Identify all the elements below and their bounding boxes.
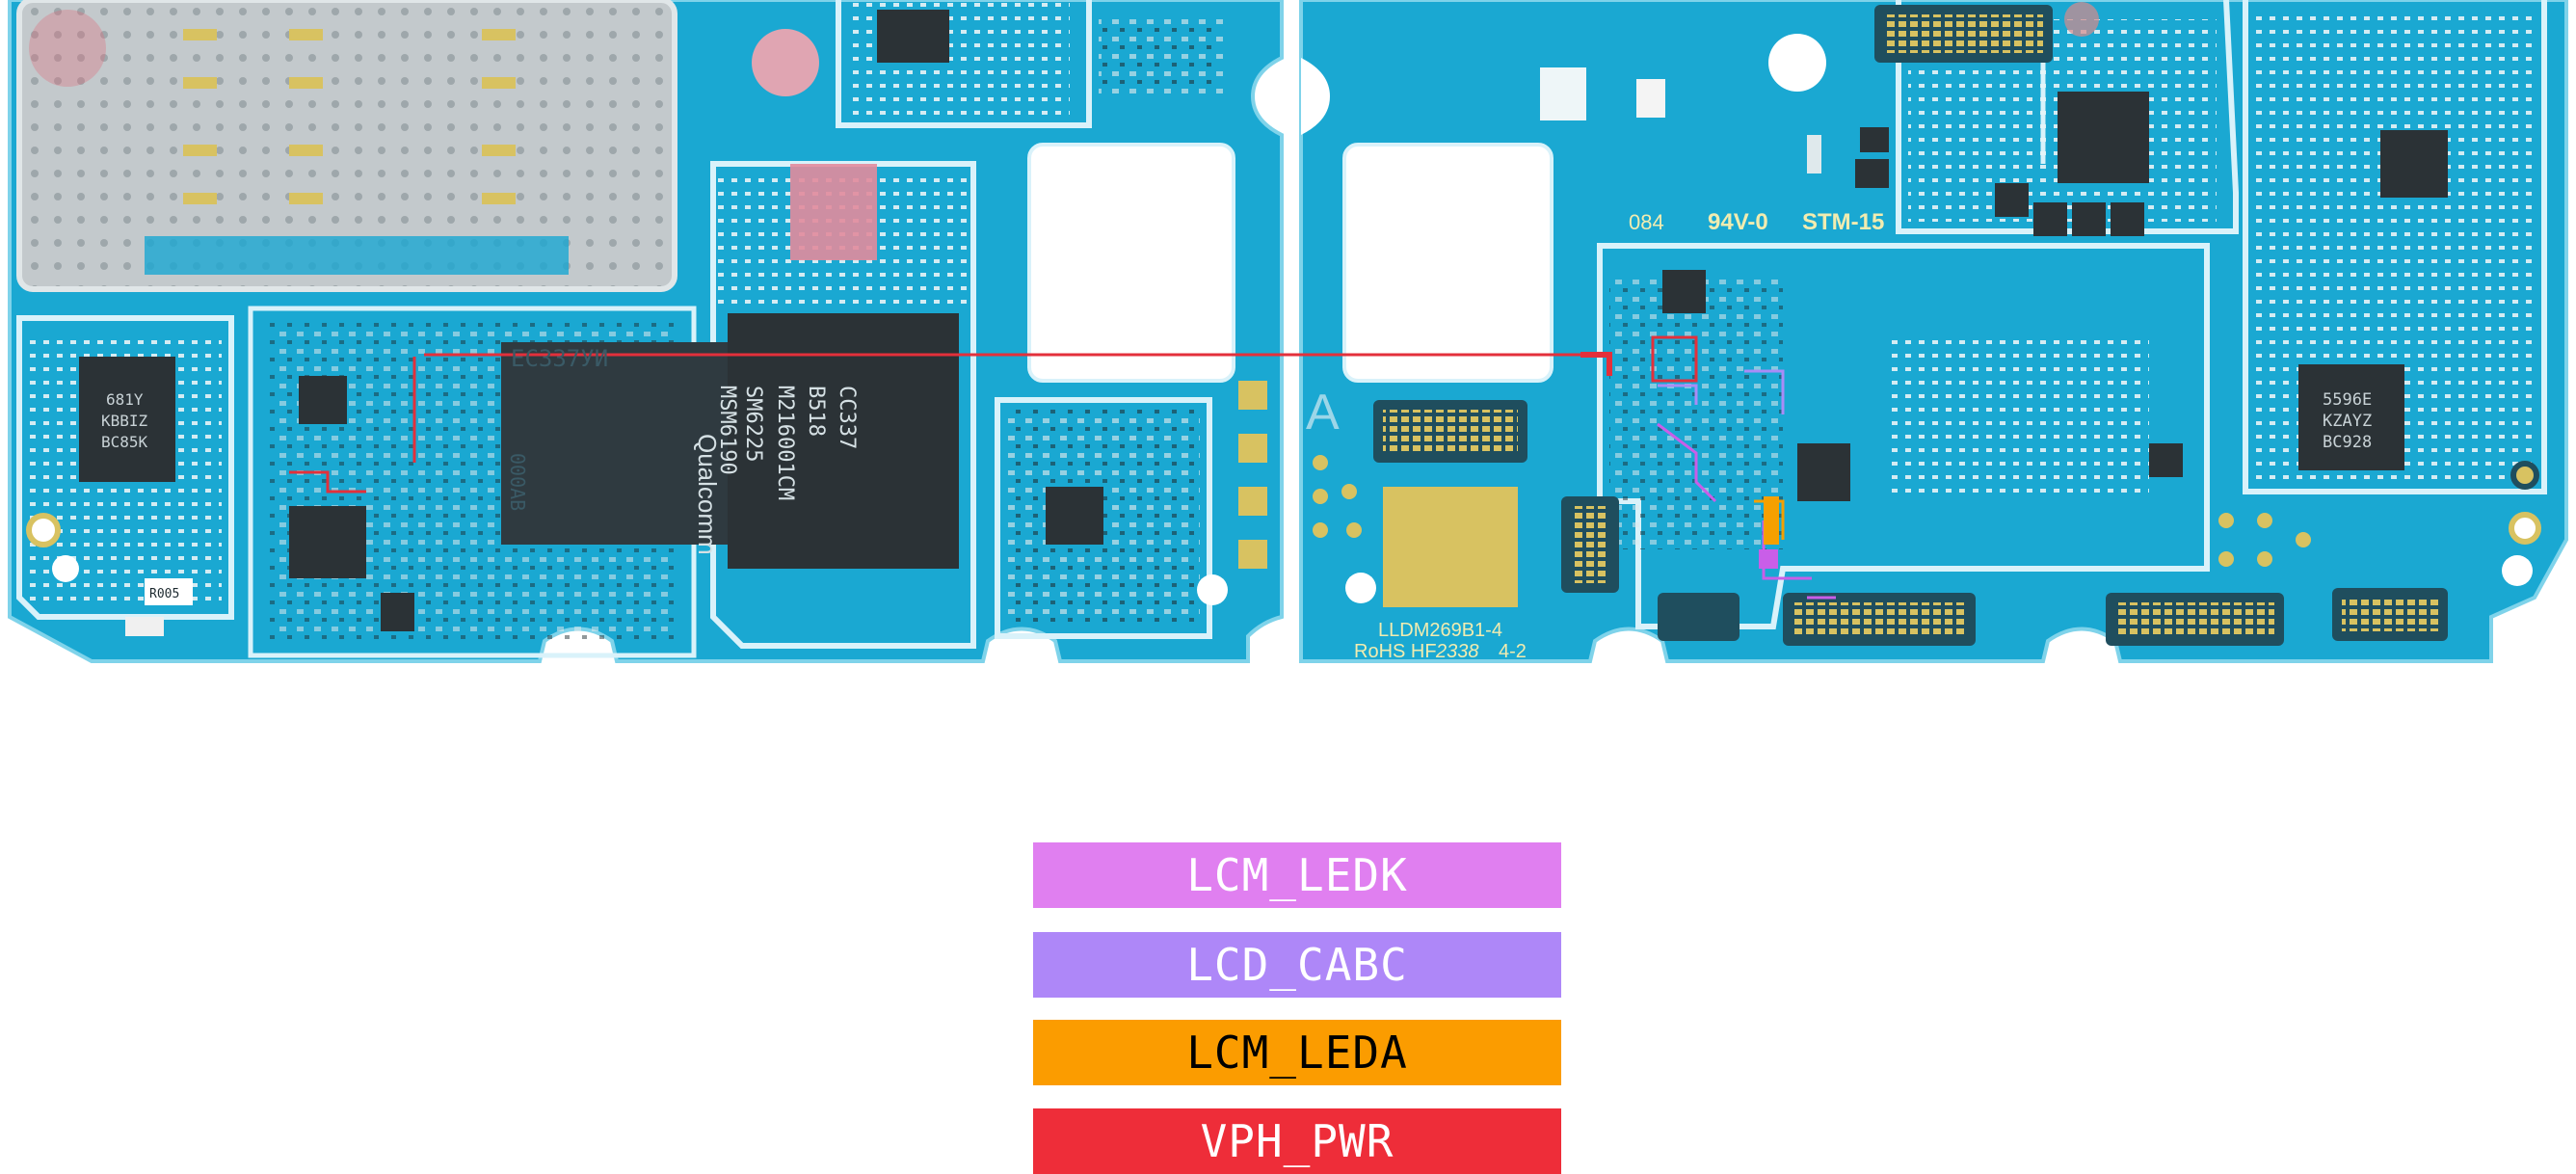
small-chip-line-1: 681Y (106, 390, 144, 409)
letter-a-mark: A (1306, 385, 1340, 440)
traces (289, 335, 1836, 600)
legend-lcd-cabc: LCD_CABC (1033, 932, 1561, 998)
cpu-line-1: SM6225 (741, 386, 765, 462)
model-mark: LLDM269B1-4 (1378, 620, 1502, 641)
connector-3 (1658, 593, 1739, 641)
legend-label-lcm-ledk: LCM_LEDK (1186, 849, 1408, 901)
memory-line-1: ЕС337УИ (511, 345, 608, 372)
rating-mark: 94V-0 (1708, 209, 1768, 235)
legend-lcm-ledk: LCM_LEDK (1033, 842, 1561, 908)
legend-vph-pwr: VPH_PWR (1033, 1108, 1561, 1174)
trace-lcm-ledk (1657, 422, 1717, 503)
sim-shield (16, 0, 677, 292)
right-cutout (1342, 143, 1554, 383)
legend-label-vph-pwr: VPH_PWR (1200, 1115, 1394, 1167)
label-r005: R005 (149, 587, 179, 601)
small-chip-line-2: KBBIZ (101, 412, 148, 430)
legend-label-lcm-leda: LCM_LEDA (1186, 1027, 1408, 1079)
gold-pad (1383, 487, 1518, 607)
chip-right-line-1: 5596E (2323, 390, 2372, 410)
qualcomm-brand: Qualcomm (693, 434, 722, 555)
chip-right-main (2298, 364, 2404, 470)
chip-right-line-2: KZAYZ (2323, 412, 2372, 431)
small-chip-line-3: BC85K (101, 433, 148, 451)
sim-contacts (183, 29, 516, 204)
left-cutout (1027, 143, 1235, 383)
board-markings: SM6225 M216001CM B518 CC337 MSM6190 Qual… (101, 209, 2372, 662)
cpu-line-2: M216001CM (773, 386, 797, 500)
chip-right-line-3: BC928 (2323, 433, 2372, 452)
date-mark: 2338 (1435, 641, 1479, 662)
small-chip-left (79, 357, 175, 482)
stm-mark: STM-15 (1802, 209, 1884, 235)
left-board (8, 0, 1284, 663)
cpu-line-5: MSM6190 (715, 386, 739, 475)
rohs-mark: RoHS HF (1354, 641, 1437, 662)
rev-mark: 4-2 (1499, 641, 1527, 662)
cpu-line-3: B518 (804, 386, 828, 437)
trace-lcd-cabc (1744, 369, 1785, 414)
cpu-line-4: CC337 (835, 386, 859, 449)
memory-line-2: 000AB (506, 453, 529, 511)
right-board (1299, 0, 2568, 663)
legend-label-lcd-cabc: LCD_CABC (1186, 939, 1408, 991)
legend-lcm-leda: LCM_LEDA (1033, 1020, 1561, 1085)
ul-mark: 084 (1629, 210, 1664, 234)
memory-chip (501, 342, 747, 545)
